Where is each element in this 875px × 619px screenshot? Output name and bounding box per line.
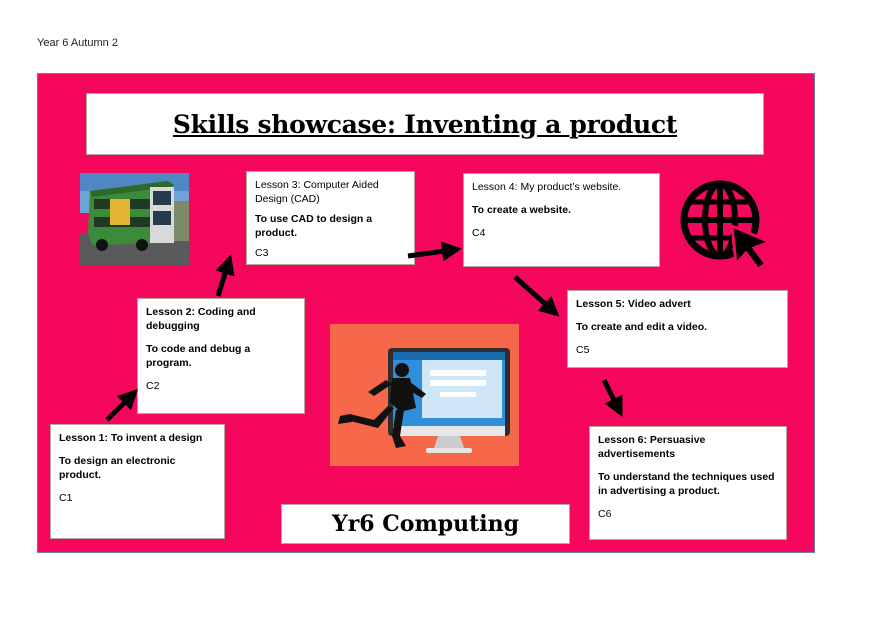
lesson-title: Lesson 4: My product’s website.: [472, 181, 622, 193]
lesson-code: C4: [472, 227, 486, 239]
lesson-6-card: Lesson 6: Persuasive advertisements To u…: [589, 426, 787, 540]
footer-box: Yr6 Computing: [281, 504, 570, 544]
arrow-lesson5-to-6: [601, 378, 623, 417]
lesson-2-card: Lesson 2: Coding and debugging To code a…: [137, 298, 305, 414]
lesson-title: Lesson 2: Coding and debugging: [146, 306, 256, 332]
arrow-lesson4-to-5: [513, 275, 560, 317]
arrow-lesson1-to-2: [105, 388, 139, 422]
businessman-computer-illustration: [330, 324, 519, 466]
lesson-objective: To create a website.: [472, 204, 572, 216]
lesson-code: C3: [255, 247, 269, 259]
arrow-lesson2-to-3: [215, 254, 235, 297]
document-header: Year 6 Autumn 2: [37, 37, 118, 49]
lesson-code: C2: [146, 380, 160, 392]
arrow-lesson3-to-4: [407, 241, 462, 262]
poster-title: Skills showcase: Inventing a product: [172, 109, 678, 139]
globe-cursor-icon: [678, 178, 775, 272]
lesson-title: Lesson 6: Persuasive advertisements: [598, 434, 706, 460]
lesson-title: Lesson 5: Video advert: [576, 298, 691, 310]
arrow-icon: [105, 241, 623, 422]
lesson-code: C1: [59, 492, 73, 504]
lesson-title: Lesson 1: To invent a design: [59, 432, 203, 444]
lesson-3-card: Lesson 3: Computer Aided Design (CAD) To…: [246, 171, 415, 265]
lesson-objective: To use CAD to design a product.: [255, 213, 373, 239]
poster-footer: Yr6 Computing: [332, 511, 519, 537]
lesson-code: C5: [576, 344, 590, 356]
lesson-5-card: Lesson 5: Video advert To create and edi…: [567, 290, 788, 368]
lesson-objective: To code and debug a program.: [146, 343, 251, 369]
lesson-objective: To create and edit a video.: [576, 321, 708, 333]
lesson-1-card: Lesson 1: To invent a design To design a…: [50, 424, 225, 539]
lesson-objective: To understand the techniques used in adv…: [598, 471, 775, 497]
poster: Skills showcase: Inventing a product: [37, 73, 815, 553]
title-box: Skills showcase: Inventing a product: [86, 93, 764, 155]
bus-photo: [80, 173, 189, 265]
lesson-code: C6: [598, 508, 612, 520]
lesson-4-card: Lesson 4: My product’s website. To creat…: [463, 173, 660, 267]
lesson-objective: To design an electronic product.: [59, 455, 176, 481]
lesson-title: Lesson 3: Computer Aided Design (CAD): [255, 179, 379, 205]
